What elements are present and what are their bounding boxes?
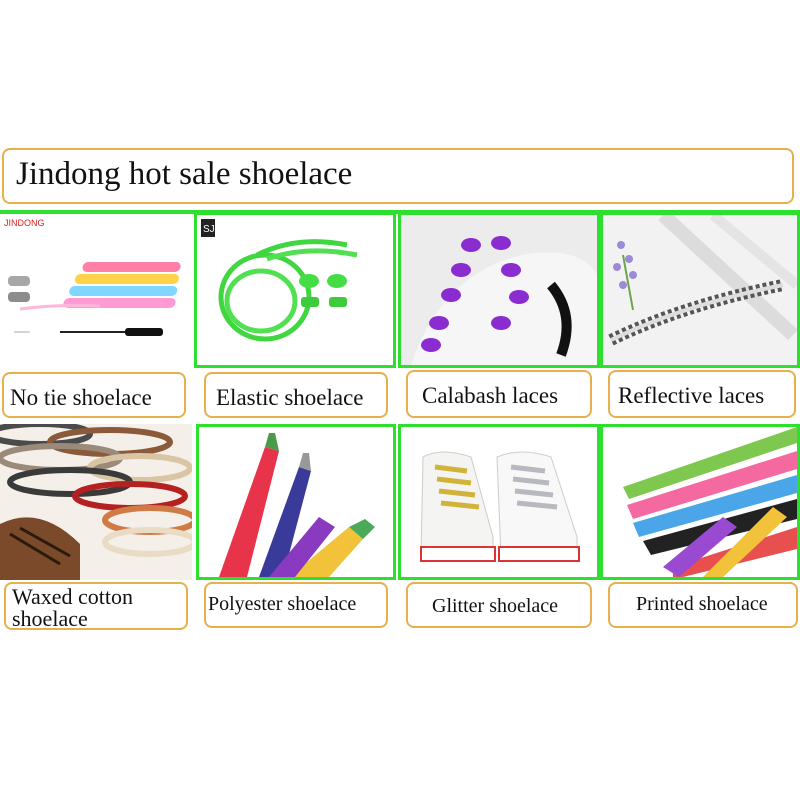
title-banner: Jindong hot sale shoelace — [2, 148, 794, 204]
product-image-waxed-cotton[interactable] — [0, 424, 192, 580]
label-calabash: Calabash laces — [406, 370, 592, 418]
label-polyester: Polyester shoelace — [204, 582, 388, 628]
product-image-reflective[interactable] — [600, 212, 800, 368]
product-image-calabash[interactable] — [398, 212, 600, 368]
label-no-tie: No tie shoelace — [2, 372, 186, 418]
reflective-illustration — [603, 215, 797, 365]
product-image-elastic[interactable]: SJ — [194, 212, 396, 368]
product-image-polyester[interactable] — [196, 424, 396, 580]
label-reflective: Reflective laces — [608, 370, 796, 418]
product-image-glitter[interactable] — [398, 424, 600, 580]
brand-logo-sj: SJ — [203, 224, 215, 235]
printed-illustration — [623, 427, 797, 577]
banner-title: Jindong hot sale shoelace — [16, 156, 353, 192]
label-elastic: Elastic shoelace — [204, 372, 388, 418]
polyester-illustration — [219, 433, 375, 577]
label-printed: Printed shoelace — [608, 582, 798, 628]
label-waxed-cotton: Waxed cotton shoelace — [4, 582, 188, 630]
no-tie-illustration: JINDONG — [4, 218, 181, 336]
product-image-no-tie[interactable]: JINDONG — [0, 214, 192, 364]
label-glitter: Glitter shoelace — [406, 582, 592, 628]
glitter-illustration — [420, 451, 580, 562]
elastic-illustration: SJ — [201, 219, 358, 342]
product-image-printed[interactable] — [600, 424, 800, 580]
waxed-cotton-illustration — [0, 424, 192, 580]
calabash-illustration — [401, 215, 597, 365]
brand-logo-jindong: JINDONG — [4, 218, 45, 228]
